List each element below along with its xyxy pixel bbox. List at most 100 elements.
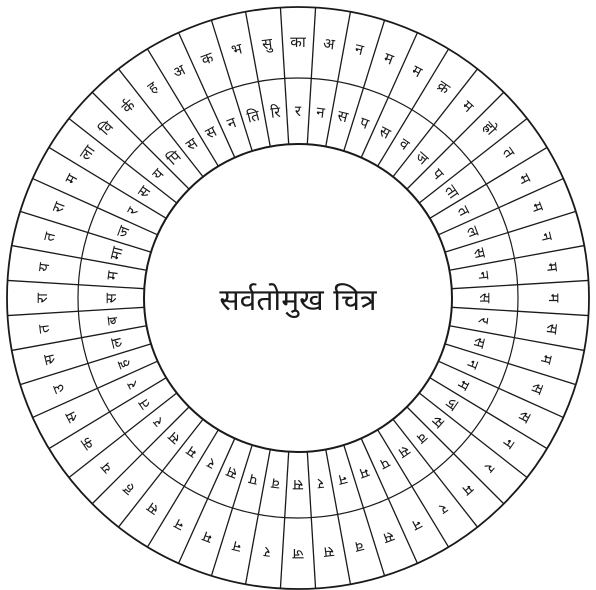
segment-outer-char: न [499, 435, 519, 453]
segment-inner-char: र [149, 413, 167, 430]
segment-inner-char: त [454, 203, 474, 219]
segment-inner-char: स [469, 336, 489, 351]
segment-outer-char: ह [119, 480, 138, 499]
segment-inner-char: प [246, 470, 259, 490]
segment-divider [280, 8, 288, 145]
segment-outer-char: य [34, 261, 53, 272]
segment-inner-char: व [412, 428, 431, 447]
segment-outer-char: ला [76, 141, 99, 164]
segment-inner-char: न [315, 103, 326, 122]
segment-outer-char: स [143, 498, 162, 519]
segment-inner-char: स [202, 122, 220, 143]
segment-inner-char: म [453, 377, 474, 394]
segment-inner-char: ल [106, 335, 126, 350]
segment-outer-char: उ [48, 381, 68, 396]
segment-outer-char: म [409, 61, 426, 82]
segment-outer-char: न [171, 514, 187, 534]
segment-inner-char: स [470, 246, 490, 261]
segment-outer-char: न [537, 231, 557, 244]
segment-outer-char: स [380, 527, 397, 548]
segment-divider [449, 326, 584, 351]
segment-inner-char: र [474, 316, 493, 325]
segment-outer-char: म [545, 294, 563, 304]
segment-outer-char: स [322, 543, 335, 562]
segment-outer-char: न [409, 515, 425, 535]
segment-inner-char: न [463, 357, 483, 372]
segment-inner-char: न [225, 113, 240, 133]
segment-outer-char: अ [170, 60, 189, 82]
segment-inner-char: र [203, 454, 218, 473]
segment-outer-char: क्र [434, 77, 454, 99]
segment-inner-char: र [295, 102, 302, 120]
segment-outer-char: ह [144, 77, 162, 97]
segment-inner-char: स [292, 476, 303, 494]
segment-inner-char: स [427, 412, 448, 432]
segment-inner-char: प [357, 113, 372, 133]
segment-divider [8, 280, 145, 288]
segment-divider [326, 12, 351, 147]
segment-outer-char: भ [229, 39, 244, 59]
segment-outer-char: र [435, 500, 451, 519]
segment-inner-char: स [376, 122, 394, 143]
segment-outer-char: स [514, 408, 535, 426]
segment-inner-char: स [102, 292, 120, 303]
segment-outer-char: र्क [118, 96, 139, 117]
segment-outer-char: ज [292, 545, 304, 563]
segment-outer-char: सु [261, 34, 274, 54]
segment-inner-char: ल [463, 224, 484, 241]
segment-outer-char: न [230, 537, 243, 557]
segment-outer-char: स [39, 351, 59, 366]
segment-inner-char: ति [245, 106, 262, 127]
segment-inner-char: रि [269, 103, 282, 122]
segment-outer-char: रा [48, 198, 69, 215]
segment-outer-char: ह्रो [479, 118, 501, 140]
segment-outer-char: क [199, 48, 217, 69]
segment-outer-char: म [543, 262, 562, 274]
segment-inner-char: स [164, 427, 184, 448]
segment-inner-char: प [428, 165, 447, 184]
segment-inner-char: ज [441, 395, 463, 415]
segment-inner-char: स [223, 462, 240, 483]
segment-inner-char: र [123, 203, 142, 218]
segment-inner-char: स [134, 182, 155, 201]
segment-outer-char: र [262, 543, 271, 562]
segment-outer-char: वि [96, 117, 118, 139]
segment-outer-char: म [537, 353, 557, 367]
segment-outer-char: न [353, 40, 366, 60]
segment-inner-char: प [377, 454, 393, 474]
segment-outer-char: स [542, 323, 561, 336]
segment-divider [449, 246, 584, 271]
segment-inner-char: ज [113, 222, 134, 240]
segment-inner-char: म [182, 441, 200, 461]
segment-divider [307, 8, 315, 145]
segment-divider [307, 452, 315, 589]
segment-inner-char: ह [113, 356, 133, 371]
segment-inner-char: न [474, 270, 493, 281]
segment-inner-char: र [316, 474, 325, 493]
segment-inner-char: ब [103, 315, 122, 326]
segment-inner-char: व [396, 134, 414, 154]
segment-outer-char: म [381, 49, 397, 69]
segment-inner-char: मा [106, 244, 127, 262]
segment-divider [246, 449, 271, 584]
segment-outer-char: त [40, 230, 60, 243]
segment-outer-char: व [352, 537, 365, 557]
segment-outer-char: र [480, 459, 498, 476]
segment-outer-char: म [515, 171, 536, 188]
segment-outer-char: क [76, 433, 98, 453]
segment-divider [8, 307, 145, 315]
segment-divider [326, 449, 351, 584]
segment-outer-char: त [34, 323, 53, 334]
segment-outer-char: य [97, 458, 116, 477]
segment-inner-char: स [336, 106, 351, 126]
segment-inner-char: स [182, 133, 201, 154]
segment-outer-char: म [199, 527, 215, 547]
segment-outer-char: म [458, 480, 477, 500]
segment-outer-char: का [290, 33, 307, 51]
segment-inner-char: य [148, 165, 167, 184]
center-title: सर्वतोमुख चित्र [219, 283, 377, 319]
segment-divider [12, 326, 147, 351]
segment-outer-char: म [527, 200, 547, 216]
segment-outer-char: म [458, 97, 477, 117]
